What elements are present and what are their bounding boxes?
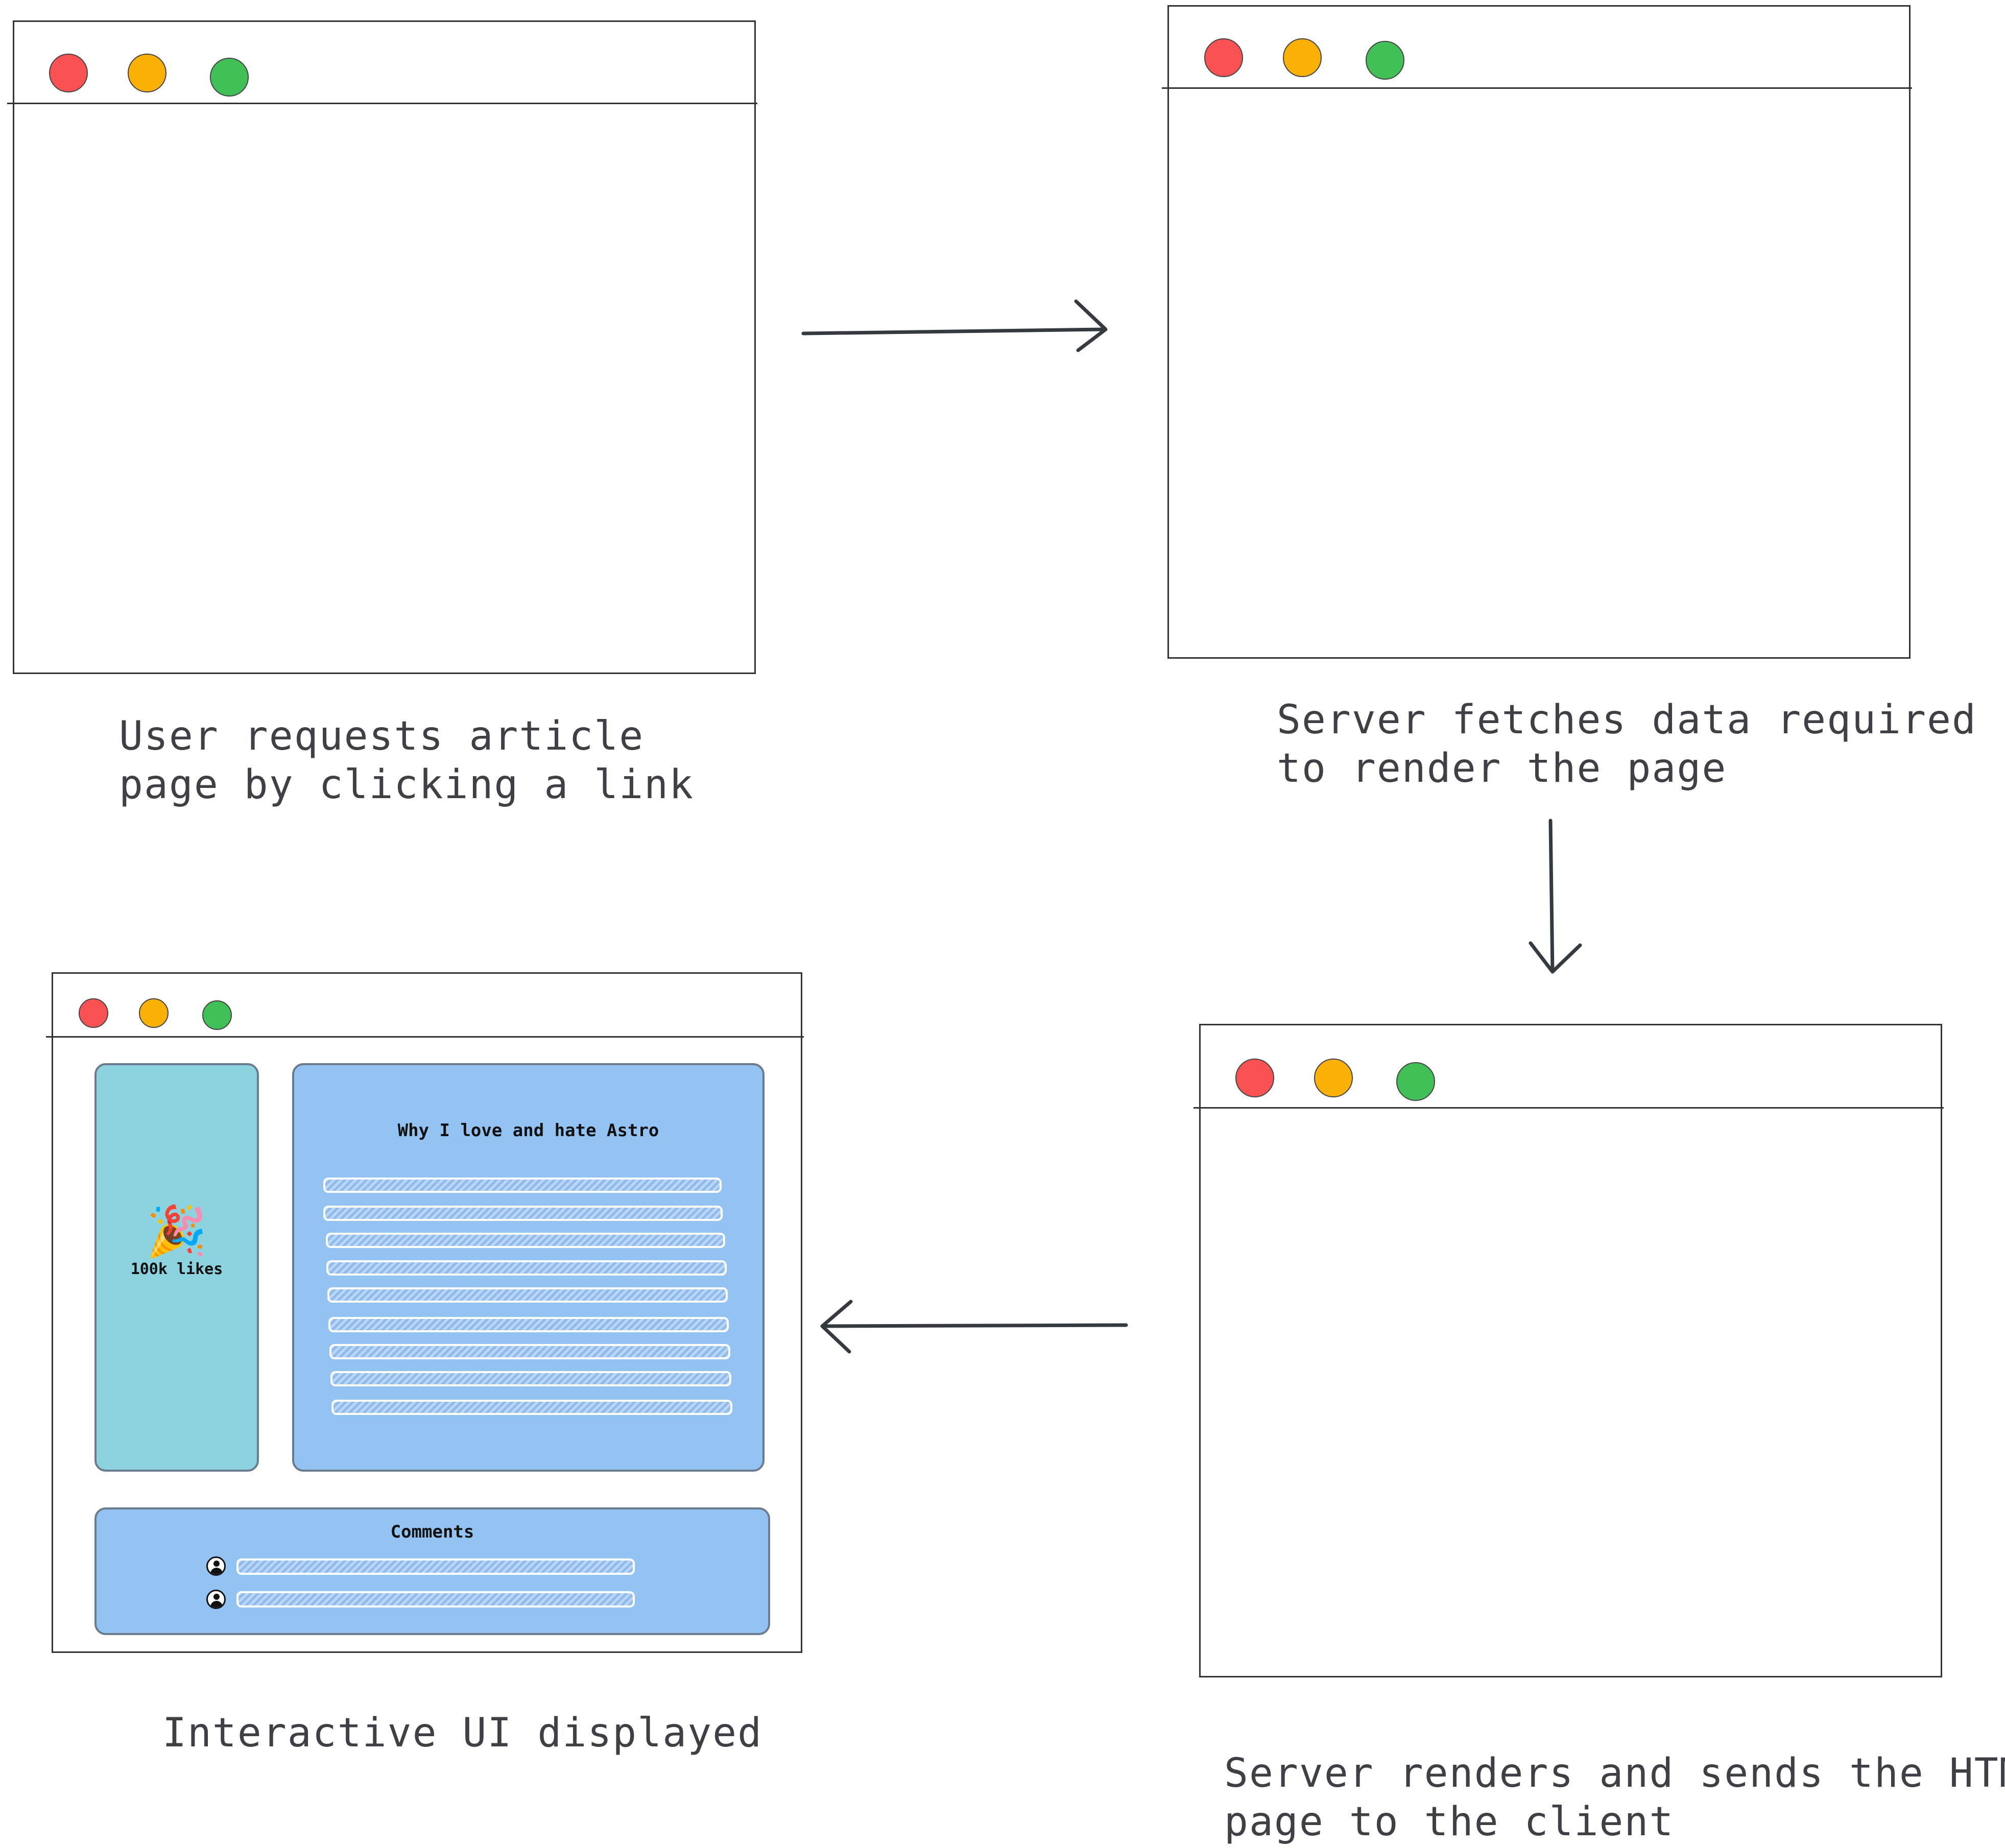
window-titlebar bbox=[1194, 1025, 1944, 1109]
comment-text-line[interactable] bbox=[236, 1558, 635, 1575]
step-caption-server-render: Server renders and sends the HTML page t… bbox=[1224, 1750, 2005, 1845]
window-titlebar bbox=[1162, 7, 1912, 89]
comment-text-line[interactable] bbox=[236, 1591, 635, 1607]
article-text-line bbox=[331, 1400, 732, 1415]
arrow-left-icon bbox=[820, 1300, 1128, 1354]
article-title: Why I love and hate Astro bbox=[397, 1120, 659, 1141]
maximize-dot-icon bbox=[1396, 1062, 1435, 1101]
user-avatar-icon bbox=[206, 1590, 226, 1609]
comments-title: Comments bbox=[390, 1522, 474, 1542]
article-text-line bbox=[328, 1317, 729, 1332]
article-text-line bbox=[323, 1178, 722, 1193]
maximize-dot-icon bbox=[202, 1000, 232, 1030]
party-popper-icon: 🎉 bbox=[146, 1203, 207, 1260]
step-caption-user-request: User requests article page by clicking a… bbox=[119, 713, 695, 808]
close-dot-icon bbox=[49, 54, 88, 92]
article-text-line bbox=[330, 1371, 731, 1386]
likes-panel[interactable]: 🎉 100k likes bbox=[94, 1063, 259, 1472]
article-text-line bbox=[329, 1344, 730, 1359]
minimize-dot-icon bbox=[1283, 38, 1322, 77]
close-dot-icon bbox=[1235, 1059, 1274, 1097]
browser-window-user-request bbox=[7, 20, 757, 674]
maximize-dot-icon bbox=[1366, 41, 1404, 80]
article-text-line bbox=[323, 1206, 723, 1221]
article-text-line bbox=[326, 1260, 727, 1276]
window-titlebar bbox=[7, 22, 757, 104]
close-dot-icon bbox=[1204, 38, 1243, 77]
browser-window-server-render bbox=[1194, 1024, 1944, 1677]
minimize-dot-icon bbox=[128, 54, 166, 92]
browser-window-interactive-ui: 🎉 100k likes Why I love and hate Astro C… bbox=[46, 972, 804, 1653]
user-avatar-icon bbox=[206, 1556, 226, 1576]
article-text-line bbox=[327, 1287, 728, 1303]
maximize-dot-icon bbox=[210, 58, 249, 97]
article-text-line bbox=[326, 1233, 725, 1248]
step-caption-server-fetch: Server fetches data required to render t… bbox=[1277, 697, 1977, 791]
close-dot-icon bbox=[79, 998, 108, 1028]
window-titlebar bbox=[46, 974, 804, 1038]
minimize-dot-icon bbox=[1314, 1059, 1353, 1097]
arrow-right-icon bbox=[801, 299, 1108, 352]
comments-panel: Comments bbox=[94, 1507, 770, 1635]
browser-window-server-fetch bbox=[1162, 5, 1912, 659]
likes-count: 100k likes bbox=[130, 1260, 223, 1278]
minimize-dot-icon bbox=[139, 998, 169, 1028]
step-caption-interactive-ui: Interactive UI displayed bbox=[162, 1710, 763, 1756]
article-panel: Why I love and hate Astro bbox=[292, 1063, 765, 1472]
arrow-down-icon bbox=[1529, 819, 1582, 974]
